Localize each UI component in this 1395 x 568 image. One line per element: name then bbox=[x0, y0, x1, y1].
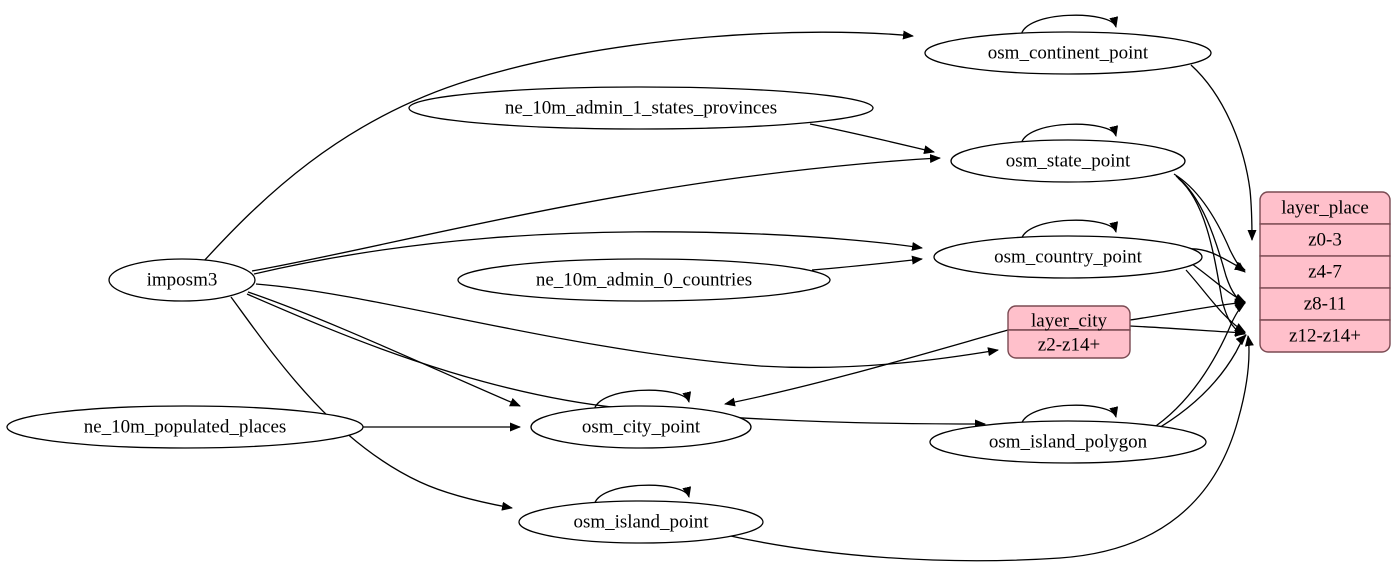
edge-imposm3-to-layer_city bbox=[255, 283, 999, 369]
node-imposm3[interactable]: imposm3 bbox=[108, 258, 256, 302]
layer_place-row-z8-11[interactable]: z8-11 bbox=[1304, 293, 1347, 314]
edge-imposm3-to-osm_state_point bbox=[251, 154, 941, 272]
edge-selfloop-osm_city_point bbox=[593, 389, 692, 412]
edge-ne_states-to-osm_state_point bbox=[809, 123, 935, 155]
edge-ne_countries-to-osm_country_point bbox=[811, 255, 923, 271]
edge-osm_island_polygon-to-layer_place-z8-11 bbox=[1149, 302, 1246, 431]
layer_city-row-z2-z14[interactable]: z2-z14+ bbox=[1038, 334, 1100, 355]
edge-selfloop-osm_country_point bbox=[1020, 219, 1119, 242]
layer_place-row-z4-7[interactable]: z4-7 bbox=[1308, 261, 1342, 282]
layer_city-title: layer_city bbox=[1031, 310, 1107, 331]
node-label-ne_10m_admin_0_countries: ne_10m_admin_0_countries bbox=[536, 269, 752, 290]
node-ne_10m_admin_0_countries[interactable]: ne_10m_admin_0_countries bbox=[457, 258, 831, 302]
node-osm_island_polygon[interactable]: osm_island_polygon bbox=[929, 420, 1207, 464]
edge-layer_city-to-layer_place-z12-z14 bbox=[1129, 325, 1246, 337]
node-osm_country_point[interactable]: osm_country_point bbox=[933, 235, 1203, 279]
node-label-osm_continent_point: osm_continent_point bbox=[988, 42, 1149, 63]
node-osm_state_point[interactable]: osm_state_point bbox=[950, 139, 1186, 183]
edge-osm_country_point-to-layer_place-z12-z14 bbox=[1185, 269, 1246, 333]
edge-layer_city-to-layer_place-z8-11 bbox=[1129, 298, 1246, 321]
node-label-ne_10m_admin_1_states_provinces: ne_10m_admin_1_states_provinces bbox=[505, 97, 777, 118]
edge-osm_island_polygon-to-layer_place-z12-z14 bbox=[1151, 334, 1247, 433]
node-ne_10m_populated_places[interactable]: ne_10m_populated_places bbox=[6, 405, 364, 449]
node-label-osm_country_point: osm_country_point bbox=[994, 246, 1142, 267]
node-label-osm_island_point: osm_island_point bbox=[573, 511, 709, 532]
node-ne_10m_admin_1_states_provinces[interactable]: ne_10m_admin_1_states_provinces bbox=[408, 86, 874, 130]
node-layer: imposm3 ne_10m_admin_1_states_provinces … bbox=[6, 31, 1391, 544]
edge-osm_island_point-to-layer_place-z12-z14 bbox=[725, 335, 1254, 562]
node-label-osm_island_polygon: osm_island_polygon bbox=[989, 431, 1148, 452]
edge-layer_city-to-osm_city_point bbox=[724, 329, 1009, 407]
edge-selfloop-osm_continent_point bbox=[1020, 14, 1119, 37]
edge-osm_continent_point-to-layer_place-z0-3 bbox=[1190, 64, 1257, 241]
edge-imposm3-to-osm_island_point bbox=[230, 296, 513, 511]
node-label-osm_state_point: osm_state_point bbox=[1006, 150, 1131, 171]
node-layer_place[interactable]: layer_place z0-3 z4-7 z8-11 z12-z14+ bbox=[1259, 191, 1391, 353]
node-layer_city[interactable]: layer_city z2-z14+ bbox=[1007, 305, 1131, 359]
layer_place-row-z12-z14[interactable]: z12-z14+ bbox=[1289, 325, 1361, 346]
node-osm_city_point[interactable]: osm_city_point bbox=[530, 405, 752, 449]
node-osm_island_point[interactable]: osm_island_point bbox=[518, 500, 764, 544]
edge-imposm3-to-osm_continent_point bbox=[202, 30, 914, 263]
layer_place-row-z0-3[interactable]: z0-3 bbox=[1308, 229, 1342, 250]
node-label-ne_10m_populated_places: ne_10m_populated_places bbox=[84, 416, 287, 437]
edge-selfloop-osm_state_point bbox=[1020, 123, 1119, 146]
node-label-osm_city_point: osm_city_point bbox=[582, 416, 701, 437]
edge-selfloop-osm_island_polygon bbox=[1020, 404, 1119, 427]
edge-imposm3-to-osm_city_point bbox=[247, 291, 521, 407]
node-label-imposm3: imposm3 bbox=[147, 269, 218, 290]
layer_place-title: layer_place bbox=[1281, 197, 1369, 218]
edge-imposm3-to-osm_country_point bbox=[253, 231, 923, 275]
node-osm_continent_point[interactable]: osm_continent_point bbox=[924, 31, 1212, 75]
edge-selfloop-osm_island_point bbox=[593, 484, 692, 507]
edge-osm_country_point-to-layer_place-z4-7 bbox=[1187, 248, 1246, 271]
edge-imposm3-to-osm_island_polygon bbox=[246, 293, 986, 429]
